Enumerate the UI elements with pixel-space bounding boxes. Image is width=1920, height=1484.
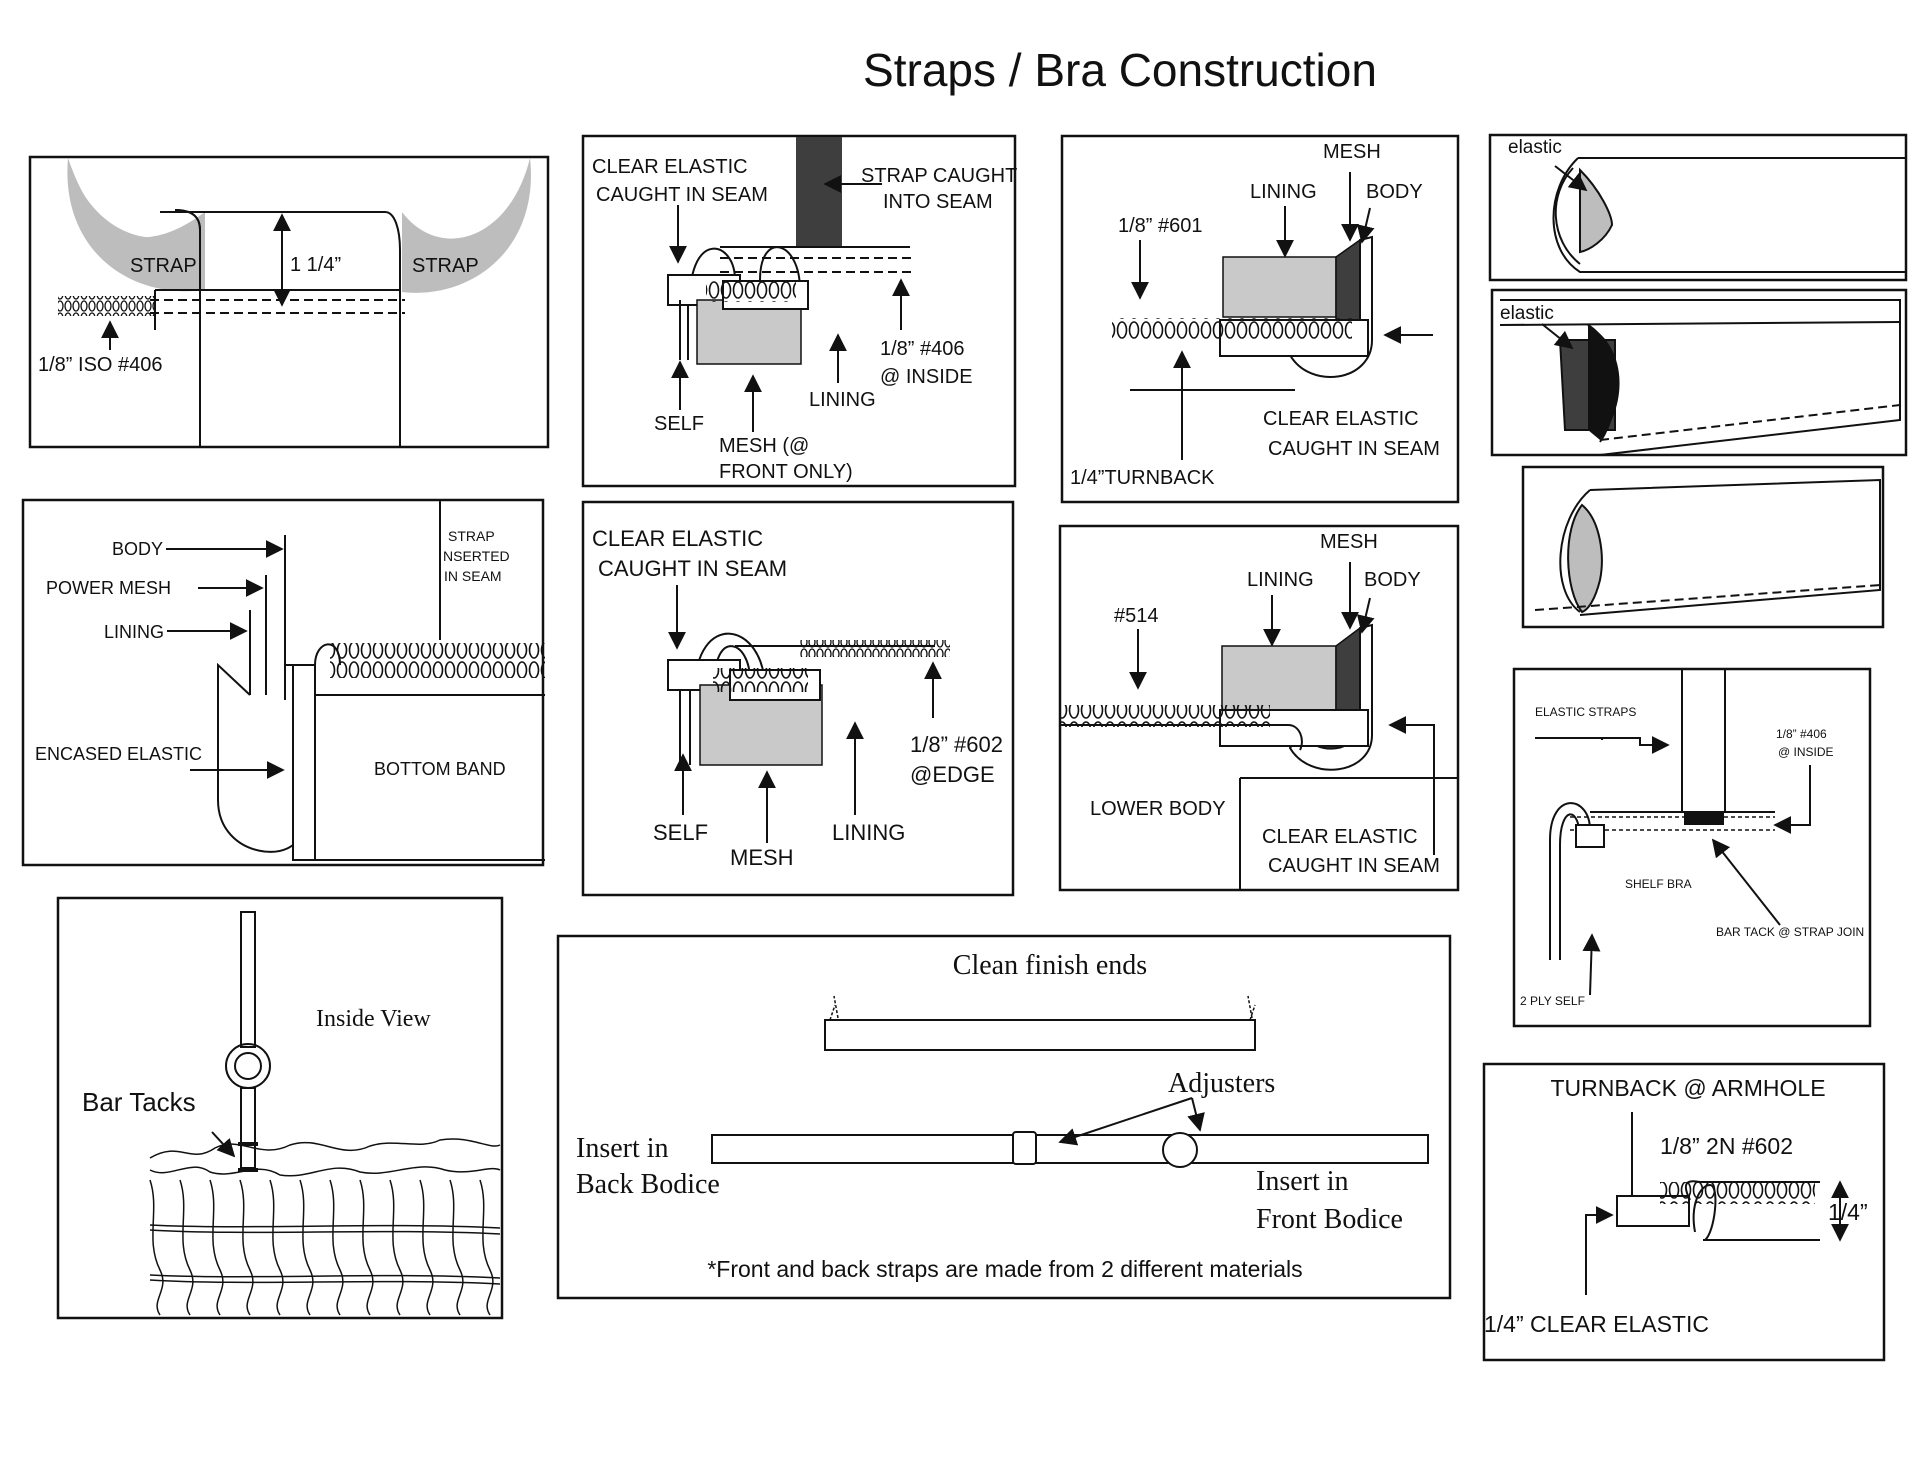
caught-in-seam-label: CAUGHT IN SEAM xyxy=(596,184,768,206)
encased-elastic-label: ENCASED ELASTIC xyxy=(35,744,202,764)
clear-elastic-label: CLEAR ELASTIC xyxy=(592,156,748,178)
strap-shape xyxy=(796,137,842,247)
strap-left-label: STRAP xyxy=(130,255,197,277)
insert-back-label-1: Insert in xyxy=(576,1133,669,1164)
page-title: Straps / Bra Construction xyxy=(863,44,1377,96)
insert-front-label-1: Insert in xyxy=(1256,1166,1349,1197)
body-label: BODY xyxy=(112,539,163,559)
clean-finish-label: Clean finish ends xyxy=(953,950,1147,981)
panel-601: MESH LINING BODY 1/8” #601 CLEAR ELASTIC… xyxy=(1060,134,1460,504)
turnback-label: 1/4”TURNBACK xyxy=(1070,467,1215,489)
mesh-label: MESH xyxy=(1323,141,1381,163)
bottom-band-label: BOTTOM BAND xyxy=(374,759,506,779)
body-label: BODY xyxy=(1366,181,1423,203)
clear-elastic-label: CLEAR ELASTIC xyxy=(592,526,763,551)
body-label: BODY xyxy=(1364,569,1421,591)
panel-elastic-view-1: elastic xyxy=(1488,133,1908,282)
ring-adjuster xyxy=(1162,1132,1198,1168)
width-label: 1/4” xyxy=(1828,1199,1868,1225)
strap-width-label: 1 1/4” xyxy=(290,254,341,276)
shelf-bra-label: SHELF BRA xyxy=(1625,877,1692,891)
clear-elastic-label: 1/4” CLEAR ELASTIC xyxy=(1484,1311,1709,1337)
panel-514: MESH LINING BODY #514 LOWER BODY CLEAR E… xyxy=(1058,524,1460,892)
at-inside-label: @ INSIDE xyxy=(1778,745,1834,759)
caught-in-seam-label: CAUGHT IN SEAM xyxy=(1268,438,1440,460)
clear-elastic-label: CLEAR ELASTIC xyxy=(1263,408,1419,430)
lining-label: LINING xyxy=(832,820,905,845)
at-inside-label: @ INSIDE xyxy=(880,366,973,388)
armhole-title: TURNBACK @ ARMHOLE xyxy=(1550,1075,1825,1101)
lining-label: LINING xyxy=(1250,181,1317,203)
panel-strap-seam: STRAP STRAP 1 1/4” 1/8” ISO #406 xyxy=(28,155,550,449)
insert-front-label-2: Front Bodice xyxy=(1256,1204,1403,1235)
elastic-straps-label: ELASTIC STRAPS xyxy=(1535,705,1636,719)
panel-inside-view: Inside View Bar Tacks xyxy=(56,896,504,1320)
strap-right-label: STRAP xyxy=(412,255,479,277)
bar-tacks-label: Bar Tacks xyxy=(82,1087,196,1117)
power-mesh-label: POWER MESH xyxy=(46,578,171,598)
insert-back-label-2: Back Bodice xyxy=(576,1169,720,1200)
strap-label: STRAP xyxy=(448,528,495,544)
panel-bottom-band: BODY POWER MESH LINING STRAP NSERTED IN … xyxy=(21,498,545,867)
strap-diagram xyxy=(824,1019,1256,1051)
adjusters-label: Adjusters xyxy=(1168,1068,1275,1099)
in-seam-label: IN SEAM xyxy=(444,568,502,584)
materials-note: *Front and back straps are made from 2 d… xyxy=(707,1256,1302,1282)
stitch-602-label: 1/8” 2N #602 xyxy=(1660,1133,1793,1159)
strap-caught-label: STRAP CAUGHT xyxy=(861,165,1017,187)
stitch-406-label: 1/8” #406 xyxy=(1776,727,1827,741)
self-label: SELF xyxy=(653,820,708,845)
elastic-label-1: elastic xyxy=(1508,137,1562,158)
mesh-label: MESH xyxy=(1320,531,1378,553)
stitch-602-label: 1/8” #602 xyxy=(910,732,1003,757)
stitch-514-label: #514 xyxy=(1114,605,1159,627)
bar-tack-label: BAR TACK @ STRAP JOIN xyxy=(1716,925,1864,939)
panel-armhole: TURNBACK @ ARMHOLE 1/8” 2N #602 1/4” 1/4… xyxy=(1482,1062,1886,1362)
caught-in-seam-label: CAUGHT IN SEAM xyxy=(1268,855,1440,877)
self-label: SELF xyxy=(654,413,704,435)
front-only-label: FRONT ONLY) xyxy=(719,461,853,483)
ruched-fabric xyxy=(149,1179,501,1316)
mesh-label: MESH (@ xyxy=(719,435,809,457)
stitch-406-label: 1/8” ISO #406 xyxy=(38,354,163,376)
inserted-label: NSERTED xyxy=(443,548,510,564)
caught-in-seam-label: CAUGHT IN SEAM xyxy=(598,556,787,581)
at-edge-label: @EDGE xyxy=(910,762,995,787)
clear-elastic-label: CLEAR ELASTIC xyxy=(1262,826,1418,848)
inside-view-label: Inside View xyxy=(316,1006,431,1032)
two-ply-label: 2 PLY SELF xyxy=(1520,994,1585,1008)
mesh-label: MESH xyxy=(730,845,794,870)
lower-body-label: LOWER BODY xyxy=(1090,798,1226,820)
lining-label: LINING xyxy=(104,622,164,642)
elastic-label-2: elastic xyxy=(1500,303,1554,324)
panel-elastic-view-3 xyxy=(1521,465,1885,629)
panel-clean-finish: Clean finish ends Adjusters Insert in Ba… xyxy=(556,934,1452,1300)
lining-label: LINING xyxy=(1247,569,1314,591)
panel-shelf-bra: ELASTIC STRAPS 1/8” #406 @ INSIDE SHELF … xyxy=(1512,667,1872,1028)
stitch-406-label: 1/8” #406 xyxy=(880,338,965,360)
panel-elastic-view-2: elastic xyxy=(1490,288,1908,457)
slider-adjuster xyxy=(1012,1131,1037,1165)
into-seam-label: INTO SEAM xyxy=(883,191,993,213)
lining-label: LINING xyxy=(809,389,876,411)
panel-602-edge: CLEAR ELASTIC CAUGHT IN SEAM 1/8” #602 @… xyxy=(581,500,1015,897)
stitch-601-label: 1/8” #601 xyxy=(1118,215,1203,237)
panel-406-inside: CLEAR ELASTIC CAUGHT IN SEAM STRAP CAUGH… xyxy=(581,134,1017,488)
